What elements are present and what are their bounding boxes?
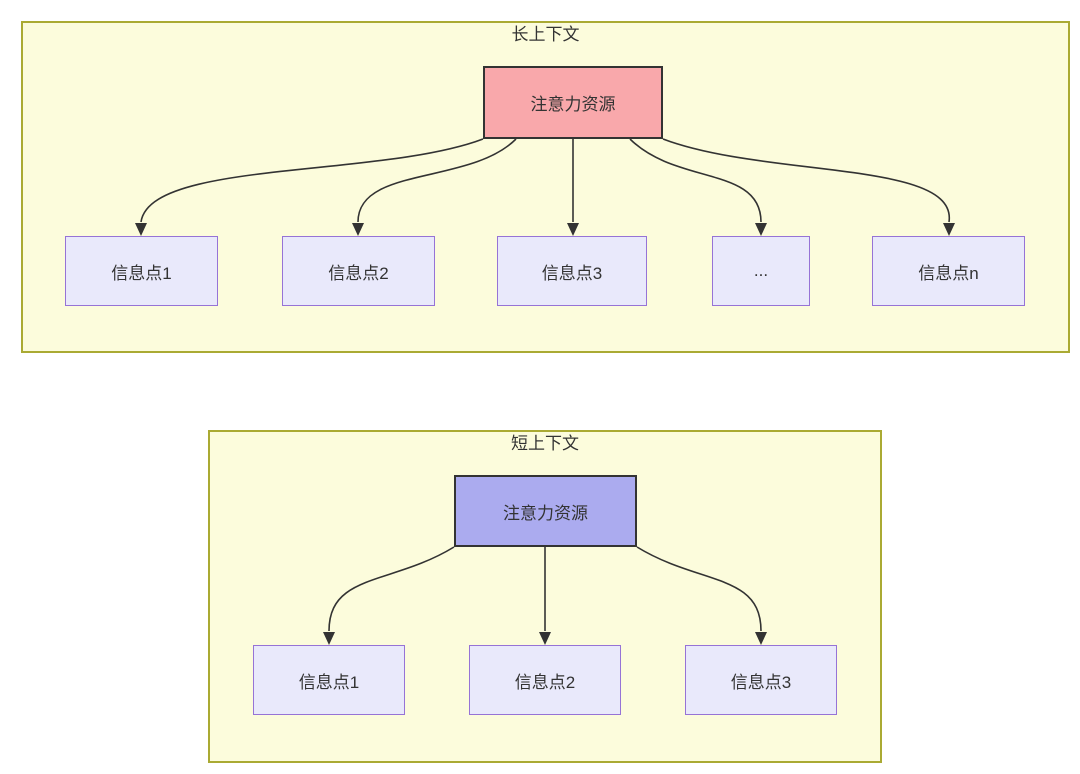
info-point-node-long-n: 信息点n [872, 236, 1025, 306]
info-point-node-long-3: 信息点3 [497, 236, 647, 306]
info-point-node-short-2: 信息点2 [469, 645, 621, 715]
info-point-node-short-1: 信息点1 [253, 645, 405, 715]
info-point-node-long-2: 信息点2 [282, 236, 435, 306]
attention-resource-node-short: 注意力资源 [454, 475, 637, 547]
long-context-title: 长上下文 [511, 25, 580, 44]
attention-resource-node-long: 注意力资源 [483, 66, 663, 139]
info-point-node-long-1: 信息点1 [65, 236, 218, 306]
short-context-title: 短上下文 [511, 434, 579, 453]
info-point-node-short-3: 信息点3 [685, 645, 837, 715]
info-point-node-long-ellipsis: ... [712, 236, 810, 306]
